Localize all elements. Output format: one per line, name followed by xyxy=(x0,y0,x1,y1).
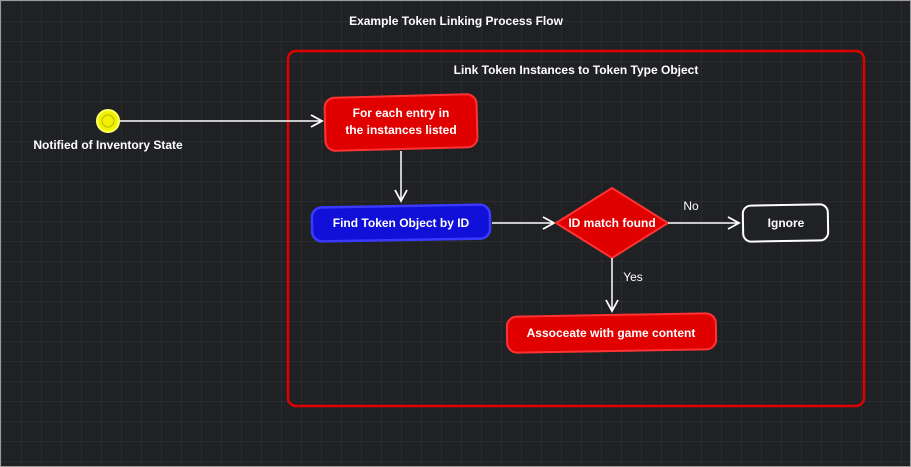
diagram-title: Example Token Linking Process Flow xyxy=(349,14,563,28)
start-label: Notified of Inventory State xyxy=(33,138,183,152)
step-for-each-label-line1: For each entry in xyxy=(353,106,450,120)
step-for-each-node[interactable] xyxy=(323,93,479,152)
process-container[interactable] xyxy=(286,49,866,408)
decision-label: ID match found xyxy=(568,216,655,230)
step-find-label: Find Token Object by ID xyxy=(333,216,470,230)
step-associate-label: Assoceate with game content xyxy=(527,326,696,340)
start-node-inner xyxy=(101,114,115,128)
step-associate-node[interactable] xyxy=(505,312,718,354)
start-node[interactable] xyxy=(96,109,120,133)
step-ignore-node[interactable] xyxy=(741,203,830,243)
edge-no-label: No xyxy=(683,199,699,213)
edge-yes-label: Yes xyxy=(623,270,643,284)
step-for-each-label-line2: the instances listed xyxy=(345,123,456,137)
container-title: Link Token Instances to Token Type Objec… xyxy=(454,63,699,77)
step-find-node[interactable] xyxy=(310,203,492,243)
step-ignore-label: Ignore xyxy=(768,216,805,230)
